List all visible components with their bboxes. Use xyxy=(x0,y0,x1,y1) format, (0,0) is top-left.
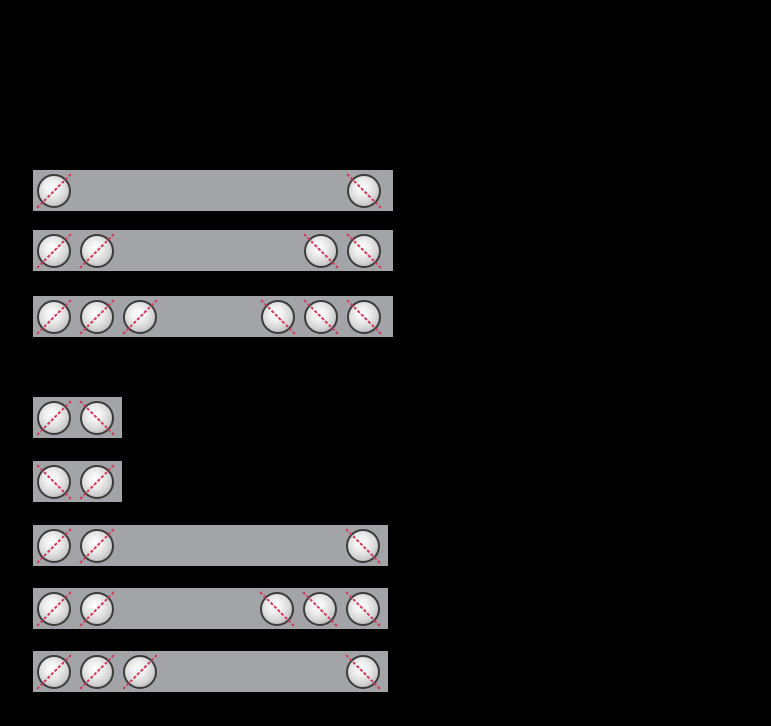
bar-4 xyxy=(33,397,122,438)
bar-3 xyxy=(33,296,393,337)
bar-8 xyxy=(33,651,388,692)
bar-5 xyxy=(33,461,122,502)
bar-2 xyxy=(33,230,393,271)
bar-6 xyxy=(33,525,388,566)
bar-1 xyxy=(33,170,393,211)
bar-7 xyxy=(33,588,388,629)
